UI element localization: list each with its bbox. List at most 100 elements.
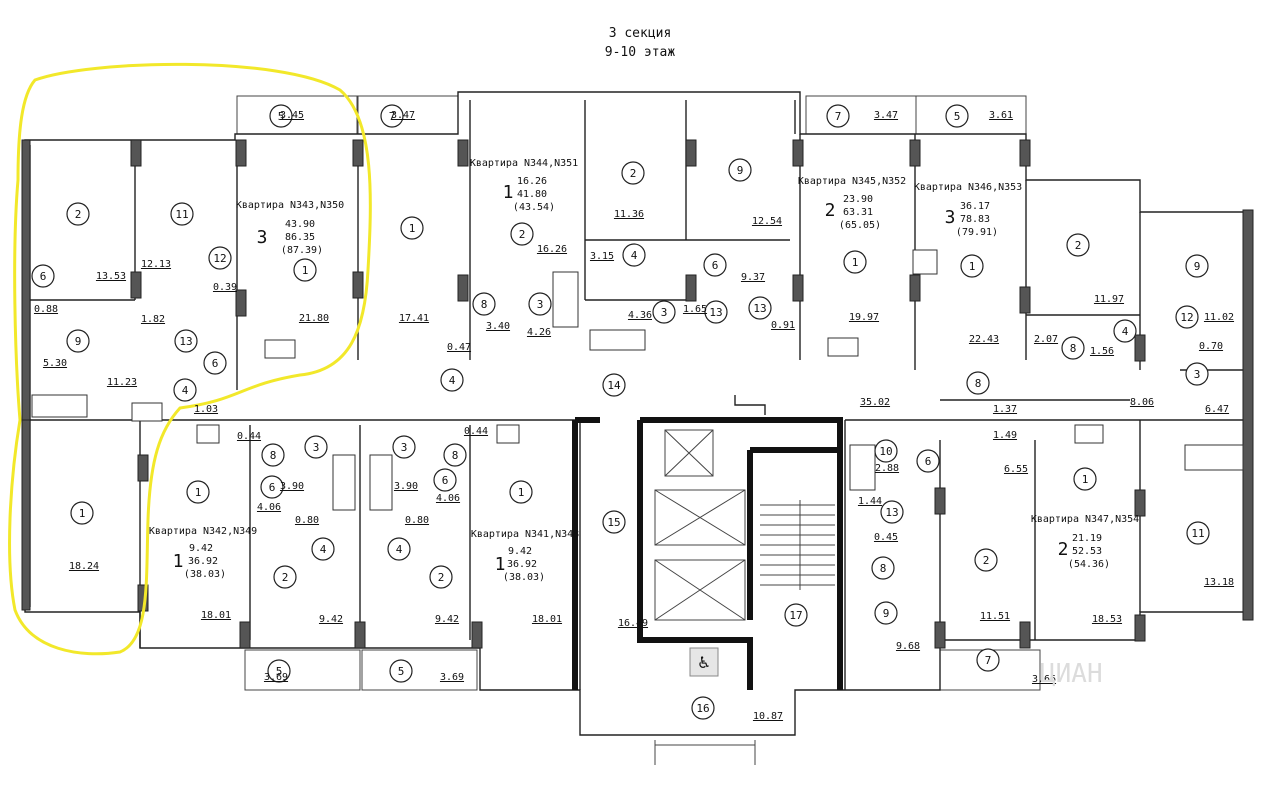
room-code-marker: 14	[602, 373, 626, 397]
room-area-label: 16.49	[618, 618, 648, 629]
apartment-info-341: Квартира N341,N348 1 9.42 36.92 (38.03)	[471, 529, 579, 583]
room-code-label: 5	[276, 665, 283, 678]
room-area-label: 1.37	[993, 404, 1017, 415]
room-area-label: 3.47	[874, 110, 898, 121]
room-area-label: 0.45	[874, 532, 898, 543]
room-code-circle	[472, 292, 496, 316]
room-code-marker: 4	[387, 537, 411, 561]
room-code-label: 2	[282, 571, 289, 584]
room-code-circle	[260, 475, 284, 499]
room-area-label: 0.39	[213, 282, 237, 293]
room-code-marker: 1	[293, 258, 317, 282]
room-code-label: 7	[985, 654, 992, 667]
apartment-rooms: 2	[1058, 539, 1069, 560]
room-code-marker: 3	[304, 435, 328, 459]
apartment-living: 21.19	[1072, 533, 1102, 544]
apartment-total: 41.80	[517, 189, 547, 200]
room-code-label: 4	[320, 543, 327, 556]
room-code-marker: 16	[691, 696, 715, 720]
room-code-marker: 4	[440, 368, 464, 392]
room-area-label: 3.69	[264, 672, 288, 683]
room-area-label: 8.06	[1130, 397, 1154, 408]
room-area-label: 13.53	[96, 271, 126, 282]
room-area-label: 9.42	[435, 614, 459, 625]
room-code-circle	[273, 565, 297, 589]
room-code-circle	[602, 373, 626, 397]
room-code-label: 15	[607, 516, 620, 529]
apartment-rooms: 2	[825, 200, 836, 221]
apartment-info-347: Квартира N347,N354 2 21.19 52.53 (54.36)	[1031, 514, 1139, 570]
room-code-label: 1	[302, 264, 309, 277]
room-code-label: 6	[269, 481, 276, 494]
elevator-icon	[664, 429, 714, 477]
apartment-total: 52.53	[1072, 546, 1102, 557]
room-code-marker: 7	[976, 648, 1000, 672]
room-code-marker: 1	[70, 501, 94, 525]
room-code-marker: 1	[1073, 467, 1097, 491]
wheelchair-icon	[689, 647, 719, 677]
room-code-circle	[267, 659, 291, 683]
apartment-total-balcony: (87.39)	[281, 245, 323, 256]
room-area-label: 3.90	[280, 481, 304, 492]
room-code-label: 9	[883, 607, 890, 620]
room-area-label: 0.80	[295, 515, 319, 526]
room-code-label: 5	[398, 665, 405, 678]
room-area-label: 4.36	[628, 310, 652, 321]
room-code-label: 4	[396, 543, 403, 556]
room-code-marker: 6	[31, 264, 55, 288]
room-code-label: 3	[401, 441, 408, 454]
room-area-label: 1.44	[858, 496, 882, 507]
room-code-marker: 8	[472, 292, 496, 316]
room-code-circle	[874, 601, 898, 625]
apartment-rooms: 3	[945, 207, 956, 228]
room-code-circle	[1185, 254, 1209, 278]
room-code-marker: 1	[509, 480, 533, 504]
room-code-label: 2	[519, 228, 526, 241]
apartment-total: 36.92	[188, 556, 218, 567]
room-area-label: 16.26	[537, 244, 567, 255]
room-area-label: 6.47	[1205, 404, 1229, 415]
room-code-marker: 9	[874, 601, 898, 625]
room-code-label: 12	[213, 252, 226, 265]
room-code-label: 6	[442, 474, 449, 487]
room-code-label: 1	[969, 260, 976, 273]
room-code-circle	[945, 104, 969, 128]
room-area-label: 1.82	[141, 314, 165, 325]
room-code-circle	[728, 158, 752, 182]
room-area-label: 3.47	[391, 110, 415, 121]
room-code-marker: 1	[400, 216, 424, 240]
room-code-label: 2	[630, 167, 637, 180]
room-area-label: 19.97	[849, 312, 879, 323]
room-code-circle	[1185, 362, 1209, 386]
room-code-label: 13	[179, 335, 192, 348]
room-code-marker: 11	[1186, 521, 1210, 545]
room-code-marker: 7	[826, 104, 850, 128]
room-code-circle	[843, 250, 867, 274]
room-code-label: 8	[481, 298, 488, 311]
room-code-circle	[691, 696, 715, 720]
room-area-label: 1.49	[993, 430, 1017, 441]
room-area-label: 12.54	[752, 216, 782, 227]
apartment-total-balcony: (65.05)	[839, 220, 881, 231]
apartment-total-balcony: (79.91)	[956, 227, 998, 238]
room-code-label: 3	[661, 306, 668, 319]
room-code-marker: 8	[966, 371, 990, 395]
room-code-marker: 8	[1061, 336, 1085, 360]
room-code-marker: 13	[880, 500, 904, 524]
room-area-label: 10.87	[753, 711, 783, 722]
room-code-label: 4	[1122, 325, 1129, 338]
room-code-circle	[66, 202, 90, 226]
room-area-label: 9.42	[319, 614, 343, 625]
room-code-marker: 5	[389, 659, 413, 683]
room-area-label: 1.65	[683, 304, 707, 315]
section-title: 3 секция	[609, 26, 672, 41]
room-area-label: 6.55	[1004, 464, 1028, 475]
room-code-marker: 2	[429, 565, 453, 589]
room-code-marker: 1	[960, 254, 984, 278]
core: ♿	[572, 395, 843, 765]
apartment-total-balcony: (38.03)	[503, 572, 545, 583]
room-area-label: 4.06	[436, 493, 460, 504]
room-code-label: 13	[885, 506, 898, 519]
room-code-marker: 6	[260, 475, 284, 499]
